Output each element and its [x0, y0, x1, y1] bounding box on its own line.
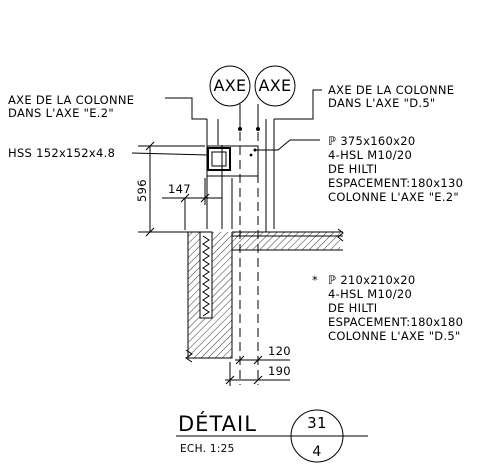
axis-bubble-left-label: AXE — [214, 76, 247, 95]
note-right: AXE DE LA COLONNE DANS L'AXE "D.5" — [274, 83, 454, 120]
plate2-mark: * — [312, 273, 318, 287]
hss-section — [206, 145, 259, 177]
plate2-line3: DE HILTI — [328, 301, 377, 315]
plate1-line2: 4-HSL M10/20 — [328, 148, 412, 162]
slab — [231, 228, 344, 358]
dimension-120-label: 120 — [268, 344, 291, 358]
axis-bubble-right-label: AXE — [259, 76, 292, 95]
axis-bubble-left: AXE — [209, 65, 251, 107]
note-left-line2: DANS L'AXE "E.2" — [8, 106, 114, 120]
dimension-147-label: 147 — [168, 182, 191, 196]
axis-bubble-right: AXE — [254, 65, 296, 107]
dimension-596: 596 — [135, 141, 205, 237]
dimension-190-label: 190 — [268, 364, 291, 378]
axis-leaders — [238, 104, 260, 131]
column-axes — [239, 132, 259, 385]
plate2-line1: ℙ 210x210x20 — [328, 273, 415, 287]
concrete-wall — [187, 231, 233, 359]
hss-label-text: HSS 152x152x4.8 — [8, 146, 115, 160]
title-block: DÉTAIL ECH. 1:25 31 4 — [176, 409, 368, 463]
plate2-line4: ESPACEMENT:180x180 — [328, 315, 463, 329]
detail-number: 31 — [307, 414, 327, 432]
hss-label: HSS 152x152x4.8 — [8, 146, 209, 160]
plate1-line4: ESPACEMENT:180x130 — [328, 176, 463, 190]
plate2-note: * ℙ 210x210x20 4-HSL M10/20 DE HILTI ESP… — [312, 273, 463, 343]
dimension-596-label: 596 — [135, 179, 149, 202]
dimension-147: 147 — [162, 178, 222, 230]
detail-scale: ECH. 1:25 — [180, 443, 235, 455]
note-left: AXE DE LA COLONNE DANS L'AXE "E.2" — [8, 93, 207, 120]
note-right-line2: DANS L'AXE "D.5" — [328, 96, 436, 110]
dimension-190: 190 — [225, 362, 291, 386]
anchor-bolt — [202, 235, 210, 317]
note-right-line1: AXE DE LA COLONNE — [328, 83, 454, 97]
plate2-line5: COLONNE L'AXE "D.5" — [328, 329, 461, 343]
plate1-note: ℙ 375x160x20 4-HSL M10/20 DE HILTI ESPAC… — [253, 134, 463, 204]
note-left-line1: AXE DE LA COLONNE — [8, 93, 134, 107]
plate1-line1: ℙ 375x160x20 — [328, 134, 415, 148]
plate1-line3: DE HILTI — [328, 162, 377, 176]
plate1-line5: COLONNE L'AXE "E.2" — [328, 190, 459, 204]
break-line — [185, 349, 193, 363]
dimension-120: 120 — [235, 344, 291, 365]
detail-title: DÉTAIL — [178, 411, 257, 436]
plate2-line2: 4-HSL M10/20 — [328, 287, 412, 301]
sheet-number: 4 — [312, 444, 321, 460]
